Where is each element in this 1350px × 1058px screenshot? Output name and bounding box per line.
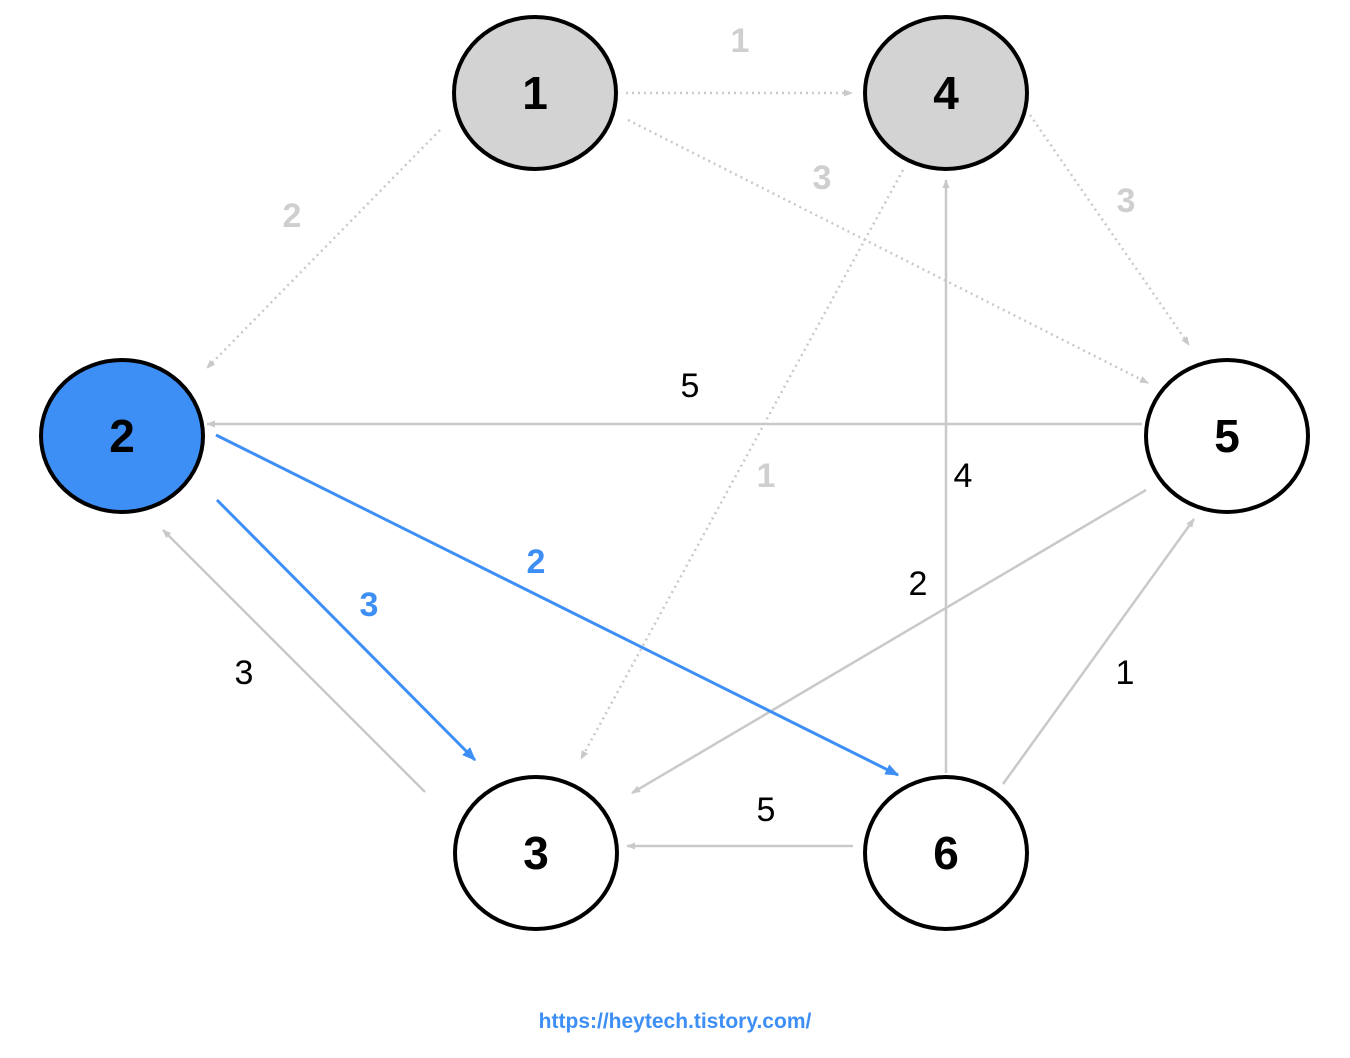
edge-weight-6-to-4: 4 <box>954 457 973 495</box>
node-2-label: 2 <box>109 410 135 462</box>
edge-1-to-2: 2 <box>206 129 441 369</box>
node-5[interactable]: 5 <box>1144 358 1310 514</box>
edge-2-to-6: 2 <box>215 433 900 777</box>
edge-weight-6-to-5: 1 <box>1116 654 1135 692</box>
edge-6-to-5: 1 <box>1001 518 1196 785</box>
edge-5-to-2: 5 <box>206 367 1142 428</box>
edge-weight-5-to-3: 2 <box>909 565 928 603</box>
node-3-circle <box>453 775 619 931</box>
node-4-label: 4 <box>933 67 959 119</box>
edge-weight-2-to-6: 2 <box>527 543 546 581</box>
edge-weight-3-to-2: 3 <box>235 654 254 692</box>
node-4[interactable]: 4 <box>863 15 1029 171</box>
node-6-circle <box>863 775 1029 931</box>
node-5-circle <box>1144 358 1310 514</box>
node-1-circle <box>452 15 618 171</box>
node-4-circle <box>863 15 1029 171</box>
edge-6-to-3: 5 <box>626 791 853 850</box>
edge-3-to-2: 3 <box>162 529 426 793</box>
node-2[interactable]: 2 <box>39 358 205 514</box>
node-2-circle <box>39 358 205 514</box>
node-3[interactable]: 3 <box>453 775 619 931</box>
edge-4-to-3: 1 <box>579 169 905 760</box>
nodes-group: 1 4 2 5 3 6 <box>39 15 1310 931</box>
edge-5-to-3: 2 <box>631 488 1147 795</box>
edge-weight-2-to-3: 3 <box>360 586 379 624</box>
edge-2-to-3: 3 <box>215 498 477 762</box>
edge-1-to-5: 3 <box>627 118 1149 385</box>
edge-1-to-4: 1 <box>626 22 853 97</box>
node-1[interactable]: 1 <box>452 15 618 171</box>
edges-group: 1 2 3 3 1 5 4 <box>162 22 1196 850</box>
node-3-label: 3 <box>523 827 549 879</box>
edge-weight-1-to-2: 2 <box>283 197 302 235</box>
node-5-label: 5 <box>1214 410 1240 462</box>
node-6-label: 6 <box>933 827 959 879</box>
edge-weight-4-to-3: 1 <box>757 457 776 495</box>
edge-weight-4-to-5: 3 <box>1117 182 1136 220</box>
edge-weight-5-to-2: 5 <box>681 367 700 405</box>
edge-weight-1-to-4: 1 <box>731 22 750 60</box>
node-1-label: 1 <box>522 67 548 119</box>
edge-weight-1-to-5: 3 <box>813 159 832 197</box>
footer-url-link[interactable]: https://heytech.tistory.com/ <box>538 1010 812 1033</box>
edge-weight-6-to-3: 5 <box>757 791 776 829</box>
node-6[interactable]: 6 <box>863 775 1029 931</box>
edge-6-to-4: 4 <box>942 179 973 773</box>
edge-4-to-5: 3 <box>1028 114 1191 346</box>
